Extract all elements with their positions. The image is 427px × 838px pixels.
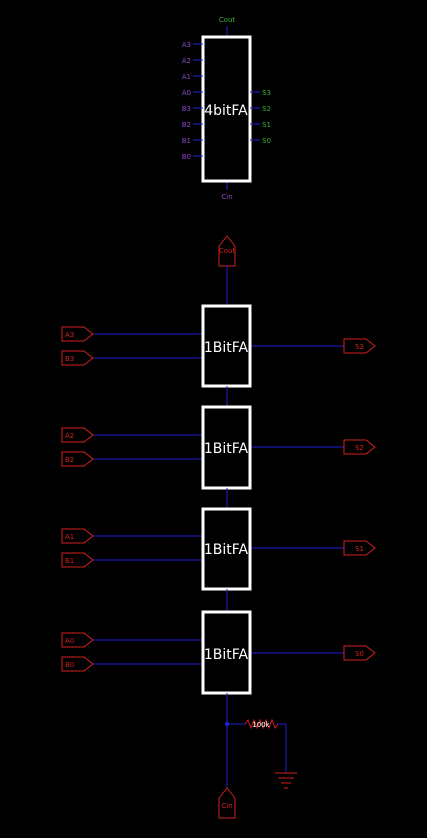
symbol-pin-a1: A1	[182, 73, 191, 81]
cout-port-shape	[218, 235, 236, 267]
input-port-a0[interactable]	[61, 632, 94, 648]
input-port-label: B1	[65, 557, 74, 565]
output-port-label: S1	[355, 545, 364, 553]
symbol-pin-a3: A3	[182, 41, 191, 49]
output-port-s3[interactable]	[343, 338, 376, 354]
adder-bit0: 1BitFA A0 B0 S0	[61, 610, 376, 695]
cin-port-shape	[218, 787, 236, 819]
input-port-b0[interactable]	[61, 656, 94, 672]
input-port-label: A2	[65, 432, 74, 440]
output-port-s1[interactable]	[343, 540, 376, 556]
symbol-pin-b3: B3	[182, 105, 191, 113]
symbol-pin-b0: B0	[182, 153, 191, 161]
adder-1bitfa-label: 1BitFA	[204, 647, 249, 663]
symbol-pin-s1: S1	[262, 121, 271, 129]
adder-bit3: 1BitFA A3 B3 S3	[61, 304, 376, 388]
symbol-cout-pin-label: Cout	[219, 16, 236, 24]
symbol-pin-a2: A2	[182, 57, 191, 65]
symbol-4bitfa-body[interactable]	[201, 35, 252, 183]
input-port-b2[interactable]	[61, 451, 94, 467]
symbol-4bitfa: 4bitFA Cout Cin A3 A2 A1 A0 B3 B2 B1 B0 …	[182, 16, 271, 201]
symbol-pin-b2: B2	[182, 121, 191, 129]
adder-1bitfa-label: 1BitFA	[204, 340, 249, 356]
input-port-a3[interactable]	[61, 326, 94, 342]
resistor-label: 100k	[252, 721, 270, 729]
output-port-label: S2	[355, 444, 364, 452]
adder-1bitfa-label: 1BitFA	[204, 441, 249, 457]
cout-port-label: Cout	[219, 247, 236, 255]
input-port-label: B2	[65, 456, 74, 464]
adder-1bitfa-label: 1BitFA	[204, 542, 249, 558]
output-port-label: S3	[355, 343, 364, 351]
input-port-a2[interactable]	[61, 427, 94, 443]
output-port-s0[interactable]	[343, 645, 376, 661]
adder-bit1: 1BitFA A1 B1 S1	[61, 507, 376, 591]
symbol-pin-s3: S3	[262, 89, 271, 97]
symbol-pin-a0: A0	[182, 89, 191, 97]
input-port-label: B0	[65, 661, 74, 669]
symbol-pin-s0: S0	[262, 137, 271, 145]
adder-bit2: 1BitFA A2 B2 S2	[61, 405, 376, 490]
output-port-s2[interactable]	[343, 439, 376, 455]
cin-port-label: Cin	[221, 802, 232, 810]
input-port-label: A3	[65, 331, 74, 339]
symbol-pin-b1: B1	[182, 137, 191, 145]
symbol-cin-pin-label: Cin	[221, 193, 232, 201]
input-port-a1[interactable]	[61, 528, 94, 544]
cout-port[interactable]: Cout	[218, 235, 236, 267]
input-port-label: B3	[65, 355, 74, 363]
input-port-b1[interactable]	[61, 552, 94, 568]
symbol-4bitfa-label: 4bitFA	[204, 103, 248, 119]
ground-symbol	[275, 772, 297, 789]
symbol-pin-s2: S2	[262, 105, 271, 113]
output-port-label: S0	[355, 650, 364, 658]
cin-port[interactable]: Cin	[218, 787, 236, 819]
input-port-b3[interactable]	[61, 350, 94, 366]
input-port-label: A0	[65, 637, 74, 645]
resistor-symbol[interactable]	[244, 718, 279, 730]
input-port-label: A1	[65, 533, 74, 541]
